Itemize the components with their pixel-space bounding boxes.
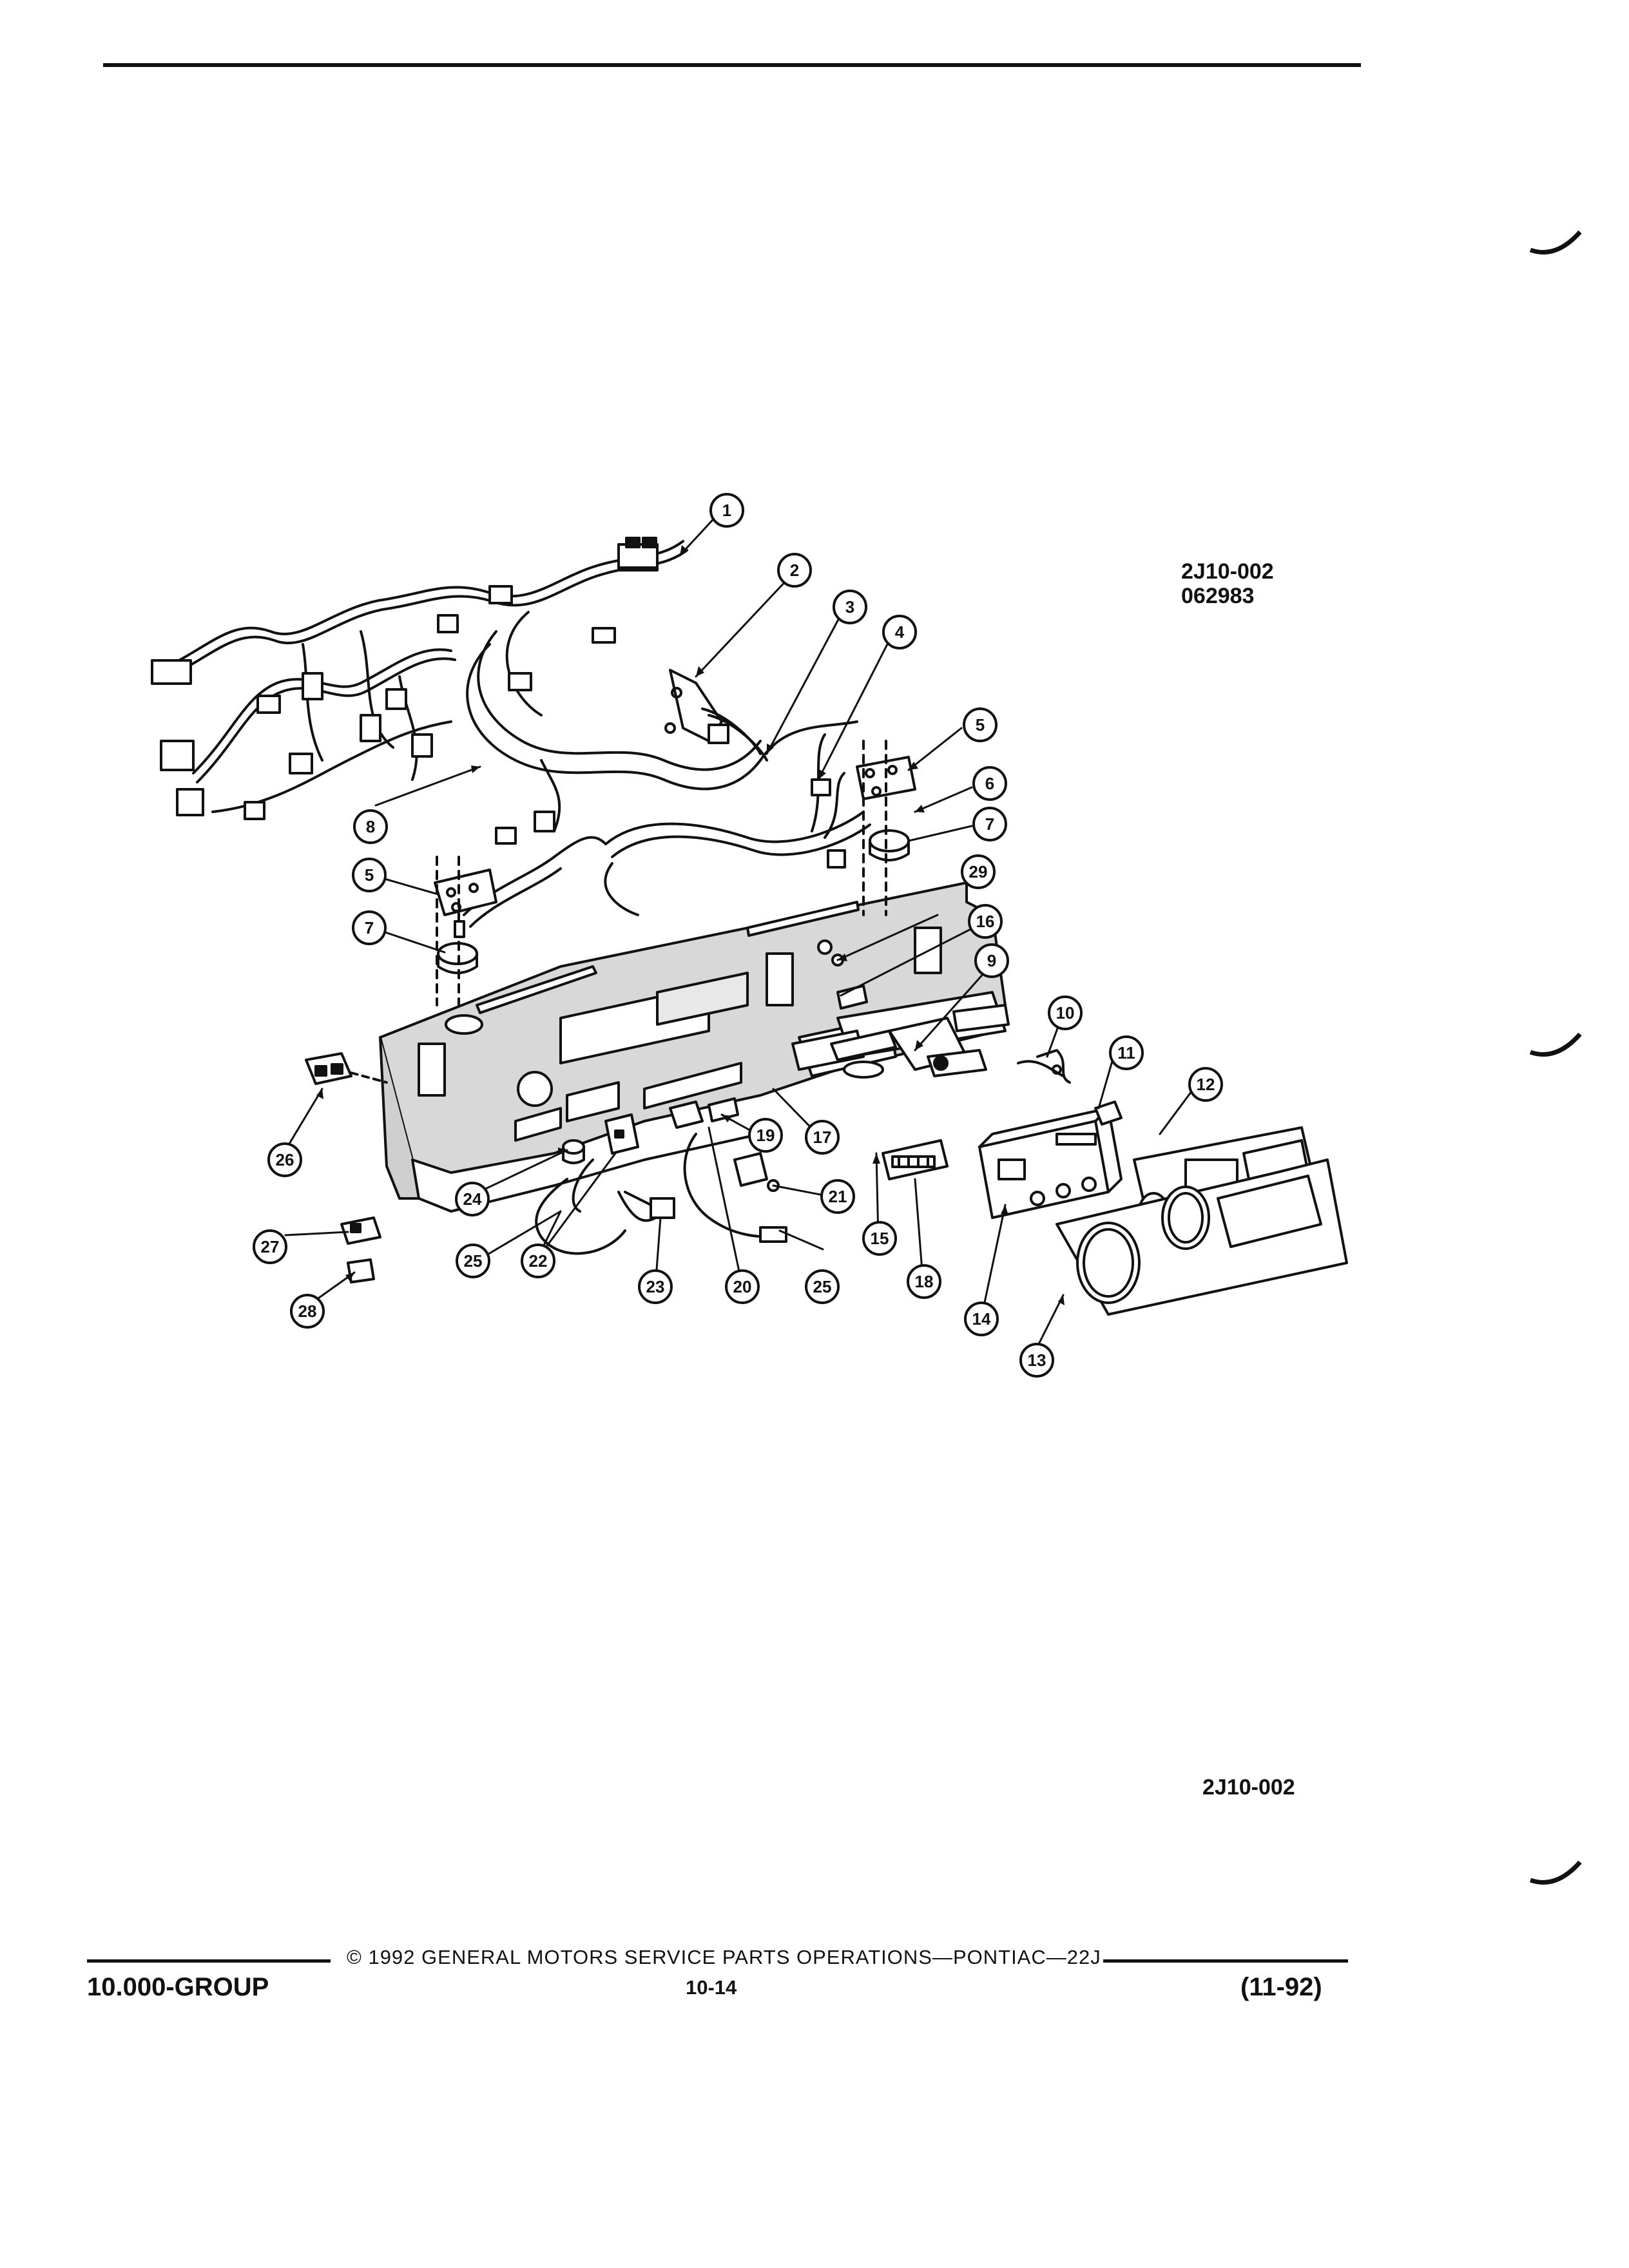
callout-19: 19 (748, 1118, 783, 1153)
figure-code: 2J10-002 (1181, 559, 1274, 584)
callout-29: 29 (961, 854, 996, 889)
callout-11: 11 (1109, 1035, 1144, 1070)
callout-22: 22 (521, 1244, 555, 1278)
callout-13: 13 (1019, 1343, 1054, 1378)
lower-cables (535, 1133, 787, 1255)
callout-5-left: 5 (352, 858, 387, 892)
callout-23: 23 (638, 1269, 673, 1304)
binder-mark-middle (1529, 1032, 1582, 1057)
part-24-knob (562, 1139, 585, 1164)
part-22-module (604, 1113, 639, 1155)
center-console-parts (791, 1004, 1065, 1079)
footer-rule-left (87, 1959, 331, 1963)
leader-arrowheads (316, 545, 1065, 1305)
part-10-11-connectors (1036, 1049, 1123, 1126)
figure-code-block: 2J10-002 062983 (1181, 559, 1274, 608)
callout-28: 28 (290, 1294, 325, 1329)
part-27-switch (340, 1216, 381, 1245)
callout-21: 21 (820, 1179, 855, 1214)
part-18-control-head (882, 1139, 949, 1180)
callout-6: 6 (972, 766, 1007, 801)
callout-12: 12 (1188, 1067, 1223, 1102)
figure-number: 062983 (1181, 584, 1255, 608)
part-19-20-connectors (669, 1097, 780, 1192)
callout-10: 10 (1048, 995, 1083, 1030)
callout-27: 27 (253, 1229, 287, 1264)
callout-24: 24 (455, 1182, 490, 1216)
binder-mark-top (1529, 230, 1582, 255)
callout-8: 8 (353, 809, 388, 844)
callout-14: 14 (964, 1302, 999, 1336)
callout-25-right: 25 (805, 1269, 840, 1304)
left-speaker-assembly (434, 856, 497, 1006)
footer-rule-right (1103, 1959, 1348, 1963)
callout-7-left: 7 (352, 910, 387, 945)
callout-7-right: 7 (972, 807, 1007, 841)
callout-26: 26 (267, 1142, 302, 1177)
part-14-radio (978, 1107, 1123, 1219)
callout-18: 18 (907, 1264, 941, 1299)
footer-date: (11-92) (1240, 1973, 1322, 2001)
callout-25-left: 25 (456, 1244, 490, 1278)
callout-1: 1 (709, 493, 744, 528)
figure-code-bottom: 2J10-002 (1202, 1775, 1295, 1800)
top-rule (103, 63, 1361, 67)
part-13-bezel (1055, 1158, 1348, 1316)
footer-copyright: © 1992 GENERAL MOTORS SERVICE PARTS OPER… (347, 1946, 1101, 1968)
callout-15: 15 (862, 1221, 897, 1256)
callout-9: 9 (974, 943, 1009, 978)
part-26-switch (305, 1052, 388, 1085)
callout-16: 16 (968, 904, 1003, 939)
footer-group: 10.000-GROUP (87, 1973, 269, 2001)
part-28-switch (347, 1258, 375, 1283)
binder-mark-bottom (1529, 1860, 1582, 1885)
callout-4: 4 (882, 615, 917, 649)
part-2-3-bracket (664, 669, 768, 762)
part-1-connector (617, 537, 659, 569)
callout-3: 3 (833, 590, 867, 624)
callout-20: 20 (725, 1269, 760, 1304)
right-speaker-assembly (856, 740, 916, 916)
footer-page-number: 10-14 (686, 1976, 737, 1999)
callout-17: 17 (805, 1120, 840, 1155)
callout-5-right: 5 (963, 707, 998, 742)
callout-2: 2 (777, 553, 812, 588)
wiring-harness (151, 540, 871, 928)
